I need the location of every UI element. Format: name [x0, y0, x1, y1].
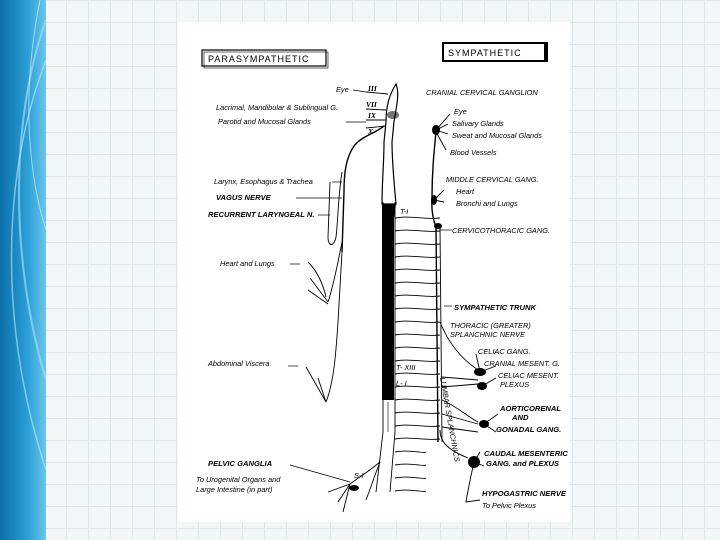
parasympathetic-labels: Eye Lacrimal, Mandibular & Sublingual G.…	[196, 85, 366, 494]
label-lacrimal: Lacrimal, Mandibular & Sublingual G.	[216, 103, 338, 112]
spinal-nerve-rung-18	[395, 451, 426, 452]
spinal-nerve-rung-4	[395, 269, 440, 270]
label-salivary-glands: Salivary Glands	[452, 119, 504, 128]
spinal-nerve-rung-6	[395, 295, 440, 296]
label-cranial-cervical-ganglion: CRANIAL CERVICAL GANGLION	[426, 88, 538, 97]
cranial-nerve-iii: III	[367, 84, 378, 93]
label-s1: S-I	[354, 471, 363, 480]
label-aorticorenal-2: AND	[511, 413, 529, 422]
label-cervicothoracic-gang: CERVICOTHORACIC GANG.	[452, 226, 550, 235]
spinal-nerve-rung-8	[395, 321, 440, 322]
label-celiac-gang: CELIAC GANG.	[478, 347, 531, 356]
spinal-nerve-rung-3	[395, 256, 440, 257]
spinal-nerve-rung-12	[395, 373, 440, 374]
spinal-nerve-rung-11	[395, 360, 440, 361]
cranial-nerve-ix: IX	[367, 111, 377, 120]
label-aorticorenal-1: AORTICORENAL	[499, 404, 561, 413]
sympathetic-chain	[432, 132, 442, 442]
spinal-nerve-rung-1	[395, 230, 440, 231]
label-larynx: Larynx, Esophagus & Trachea	[214, 177, 313, 186]
spinal-nerve-rung-19	[395, 464, 426, 465]
spinal-nerve-rung-21	[395, 490, 426, 491]
label-hypogastric-nerve: HYPOGASTRIC NERVE	[482, 489, 567, 498]
spinal-nerve-rung-17	[395, 438, 440, 439]
cervical-ganglia	[431, 114, 450, 229]
label-celiac-mesent-1: CELIAC MESENT.	[498, 371, 559, 380]
cranial-nerve-vii: VII	[366, 100, 378, 109]
parasympathetic-title: PARASYMPATHETIC	[208, 54, 310, 64]
label-eye-para: Eye	[336, 85, 349, 94]
label-l1: L- I	[396, 379, 407, 388]
label-eye-symp: Eye	[454, 107, 467, 116]
spinal-nerve-rung-7	[395, 308, 440, 309]
brainstem	[382, 84, 399, 204]
label-caudal-mesenteric-1: CAUDAL MESENTERIC	[484, 449, 568, 458]
label-caudal-mesenteric-2: GANG. and PLEXUS	[486, 459, 559, 468]
sympathetic-header: SYMPATHETIC	[442, 42, 548, 62]
label-sweat-glands: Sweat and Mucosal Glands	[452, 131, 542, 140]
parasympathetic-header: PARASYMPATHETIC	[202, 50, 328, 68]
spinal-nerve-rungs	[395, 217, 440, 491]
label-bronchi-lungs: Bronchi and Lungs	[456, 199, 518, 208]
decorative-side-band	[0, 0, 46, 540]
label-thoracic-greater-1: THORACIC (GREATER)	[450, 321, 531, 330]
label-large-intestine: Large Intestine (in part)	[196, 485, 273, 494]
cranial-nerve-roots: III VII IX X	[366, 84, 388, 136]
spinal-nerve-rung-10	[395, 347, 440, 348]
label-vagus-nerve: VAGUS NERVE	[216, 193, 272, 202]
label-abdominal-viscera: Abdominal Viscera	[207, 359, 270, 368]
sympathetic-title: SYMPATHETIC	[448, 48, 522, 58]
label-pelvic-ganglia: PELVIC GANGLIA	[208, 459, 272, 468]
label-urogenital: To Urogenital Organs and	[196, 475, 281, 484]
autonomic-nervous-system-diagram: PARASYMPATHETIC SYMPATHETIC III VII IX X	[178, 22, 570, 522]
label-sympathetic-trunk: SYMPATHETIC TRUNK	[454, 303, 536, 312]
spinal-nerve-rung-5	[395, 282, 440, 283]
spinal-cord	[376, 202, 396, 492]
label-middle-cervical-gang: MIDDLE CERVICAL GANG.	[446, 175, 539, 184]
label-recurrent-laryngeal: RECURRENT LARYNGEAL N.	[208, 210, 314, 219]
spinal-nerve-rung-14	[395, 399, 440, 400]
label-t13: T- XIII	[396, 363, 415, 372]
pelvic-nerves	[328, 462, 380, 512]
spinal-nerve-rung-9	[395, 334, 440, 335]
label-thoracic-greater-2: SPLANCHNIC NERVE	[450, 330, 525, 339]
spinal-nerve-rung-20	[395, 477, 426, 478]
spinal-nerve-rung-2	[395, 243, 440, 244]
label-blood-vessels: Blood Vessels	[450, 148, 497, 157]
label-heart-symp: Heart	[456, 187, 475, 196]
label-celiac-mesent-2: PLEXUS	[500, 380, 529, 389]
label-pelvic-plexus: To Pelvic Plexus	[482, 501, 536, 510]
diagram-canvas: PARASYMPATHETIC SYMPATHETIC III VII IX X	[178, 22, 570, 522]
vagus-nerve	[306, 126, 384, 402]
label-parotid: Parotid and Mucosal Glands	[218, 117, 311, 126]
side-band-curves	[0, 0, 46, 540]
spinal-nerve-rung-16	[395, 425, 440, 426]
label-t1: T-I	[400, 207, 408, 216]
label-heart-lungs-para: Heart and Lungs	[220, 259, 275, 268]
label-gonadal-gang: GONADAL GANG.	[496, 425, 561, 434]
spinal-nerve-rung-15	[395, 412, 440, 413]
